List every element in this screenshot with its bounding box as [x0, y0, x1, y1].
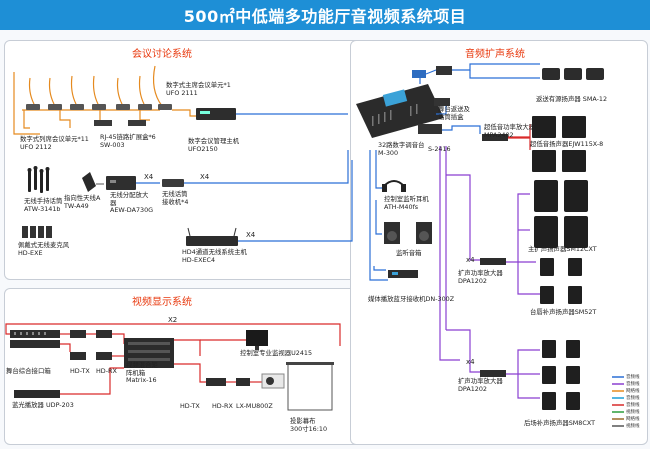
legend-item: 音频线	[626, 403, 640, 408]
chairman-unit-label: 数字式主席会议单元*1 UFO 2111	[166, 81, 231, 97]
lapel-mic-icon	[22, 226, 52, 238]
monitor-speakers-label: 监听音箱	[396, 249, 422, 257]
fill-speaker-icon	[540, 258, 582, 304]
receiver-label: 无线话筒 接收机*4	[162, 190, 189, 206]
mixer-label: 32路数字调音台 M-300	[378, 141, 425, 157]
bluray-icon	[14, 390, 60, 398]
delegate-unit-icon	[22, 65, 172, 111]
conference-host-icon	[196, 108, 236, 120]
screen-icon	[286, 362, 334, 411]
main-speaker-icon	[534, 180, 588, 248]
hd-tx2-icon	[206, 378, 226, 386]
legend-item: 视频线	[626, 424, 640, 429]
receiver-icon	[162, 179, 184, 187]
amp1-label: 扩声功率放大器 DPA1202	[458, 269, 503, 285]
video-cable	[5, 323, 341, 395]
legend-item: 视频线	[626, 410, 640, 415]
stage-return-label: 舞台返送及 话筒插盒	[438, 105, 470, 121]
amp1-icon	[480, 258, 506, 265]
sub-amp-label: 超低音功率放大器 MPA2402	[484, 123, 536, 139]
extender-box-icon	[94, 120, 146, 126]
conference-panel	[4, 40, 364, 280]
stagebox-label: S-2416	[428, 145, 451, 153]
projector-label: LX-MU800Z	[236, 402, 273, 410]
conference-section-title: 会议讨论系统	[132, 49, 192, 60]
antenna-label: 指向性天线A TW-A49	[64, 194, 101, 210]
matrix-icon	[124, 338, 174, 368]
wireless-host-icon	[186, 227, 238, 246]
audio-section-title: 音频扩声系统	[465, 49, 525, 60]
subwoofer-label: 超低音扬声器EJW115X-8	[530, 140, 604, 148]
x2-tag: X2	[168, 316, 178, 324]
return-speaker-label: 返送有源扬声器 SMA-12	[536, 95, 608, 103]
rear-speaker-icon	[542, 340, 580, 410]
return-speaker-icon	[542, 68, 604, 80]
legend	[612, 376, 624, 427]
handheld-mic-label: 无线手持话筒 ATW-3141b	[24, 197, 63, 213]
page-title: 500㎡中低端多功能厅音视频系统项目	[0, 0, 650, 30]
legend-item: 网络线	[626, 417, 640, 422]
monitor-label: 控制室专业监视器U2415	[240, 349, 313, 357]
headphones-label: 控制室监听耳机 ATH-M40fs	[384, 195, 429, 211]
monitor-speaker-icon	[384, 222, 432, 244]
stage-interface-box-icon	[10, 330, 60, 348]
bluray-label: 蓝光播放器 UDP-203	[12, 401, 74, 409]
hd-rx-icon	[96, 330, 112, 360]
x4-tag-a: X4	[144, 173, 154, 181]
rear-speaker-label: 后场补声扬声器SM8CXT	[524, 419, 596, 427]
splitter-icon	[106, 176, 136, 190]
projector-icon	[261, 373, 285, 389]
bluetooth-receiver-icon	[388, 270, 418, 278]
x4-tag-e: x4	[466, 358, 475, 366]
fill-speaker-label: 台唇补声扬声器SM52T	[530, 308, 597, 316]
mixer-icon	[356, 84, 444, 138]
hd-tx-icon	[70, 330, 86, 360]
video-section-title: 视频显示系统	[132, 297, 192, 308]
main-speaker-label: 主扩声扬声器SM12CXT	[528, 245, 597, 253]
x4-tag-d: x4	[466, 256, 475, 264]
host-label: 数字会议管理主机 UFO2150	[188, 137, 240, 153]
hd-rx-label: HD-RX	[96, 367, 117, 375]
subwoofer-icon	[532, 116, 586, 172]
lapel-mic-label: 佩戴式无线麦克风 HD-EXE	[18, 241, 70, 257]
stage-box-icon	[412, 66, 452, 106]
x4-tag-b: X4	[200, 173, 210, 181]
legend-item: 音频线	[626, 396, 640, 401]
extender-label: RJ-45链路扩展盒*6 SW-003	[100, 133, 156, 149]
speaker-cable	[508, 124, 531, 150]
x4-tag-c: X4	[246, 231, 256, 239]
stagebox-icon	[418, 124, 442, 134]
headphones-icon	[382, 180, 406, 192]
hd-tx2-label: HD-TX	[180, 402, 200, 410]
audio-cable	[369, 150, 388, 281]
audio-cable	[238, 160, 353, 242]
sub-amp-icon	[482, 134, 508, 141]
stage-interface-label: 舞台综合接口箱	[6, 367, 51, 375]
splitter-label: 无线分配放大 器 AEW-DA730G	[110, 191, 154, 214]
hd-rx2-label: HD-RX	[212, 402, 233, 410]
handheld-mic-icon	[27, 166, 50, 193]
antenna-icon	[82, 172, 104, 192]
amp2-label: 扩声功率放大器 DPA1202	[458, 377, 503, 393]
monitor-icon	[246, 330, 268, 350]
audio-cable	[184, 150, 349, 184]
wireless-host-label: HD4通道无线系统主机 HD-EXEC4	[182, 248, 247, 264]
speaker-cable	[439, 146, 540, 399]
screen-label: 投影幕布 300寸16:10	[290, 417, 328, 433]
matrix-label: 视频混合矩 阵机箱 Matrix-16	[126, 361, 158, 384]
amp2-icon	[480, 370, 506, 377]
hd-rx2-icon	[236, 378, 250, 386]
audio-cable	[419, 63, 540, 134]
legend-item: 音频线	[626, 375, 640, 380]
bluetooth-label: 媒体播放蓝牙接收机DN-300Z	[368, 295, 455, 303]
legend-item: 网络线	[626, 389, 640, 394]
legend-item: 音频线	[626, 382, 640, 387]
hd-tx-label: HD-TX	[70, 367, 90, 375]
delegate-unit-label: 数字式列席会议单元*11 UFO 2112	[20, 135, 89, 151]
